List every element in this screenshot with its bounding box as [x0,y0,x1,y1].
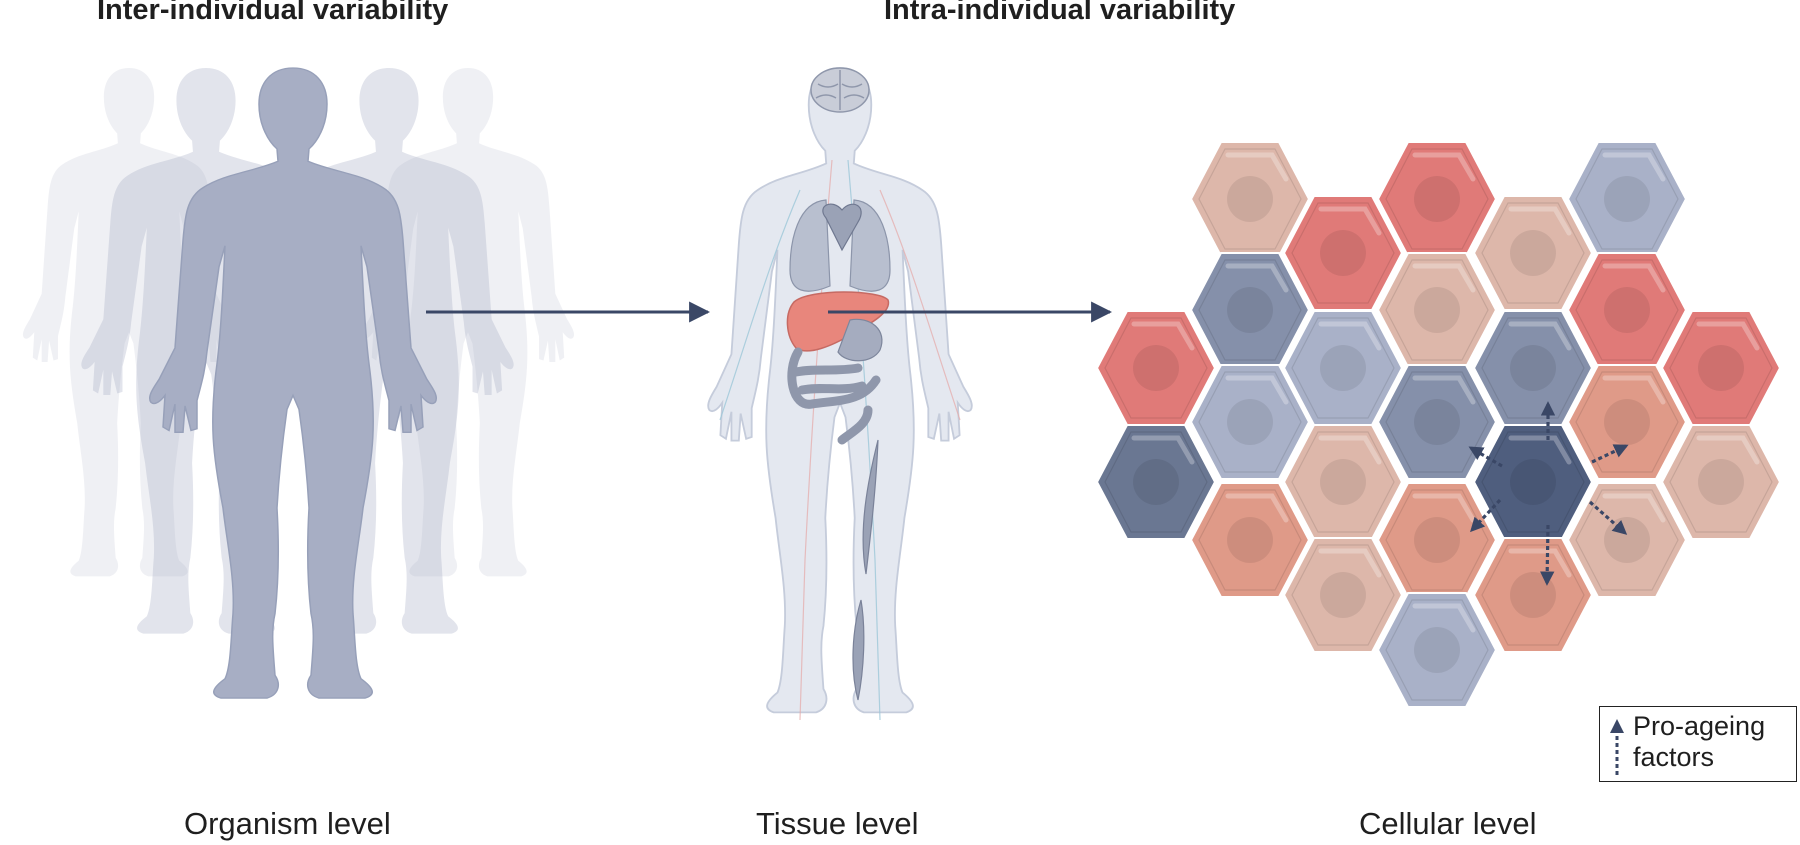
cell-lightblue [1377,592,1497,708]
cell-darkest [1473,424,1593,540]
cell-midblue [1377,364,1497,480]
cell-red [1661,310,1781,426]
brain-icon [810,67,870,113]
intestines-icon [787,347,881,445]
cell-lightblue [1567,141,1687,257]
cell-darkblue [1096,424,1216,540]
cellular-level-caption: Cellular level [1359,806,1537,841]
cell-lightblue [1283,310,1403,426]
pro-ageing-arrow [1539,524,1555,586]
heart-icon [822,203,862,252]
cell-nucleus [1320,459,1366,505]
cell-beige [1283,537,1403,653]
cell-nucleus [1510,459,1556,505]
cell-beige [1283,424,1403,540]
cell-nucleus [1414,517,1460,563]
anatomy-figure [707,67,973,721]
human-silhouette-group [22,67,575,699]
cell-beige [1661,424,1781,540]
cell-tissue-grid [1096,141,1781,708]
cell-nucleus [1227,176,1273,222]
cell-nucleus [1320,230,1366,276]
cell-nucleus [1510,345,1556,391]
cell-midblue [1473,310,1593,426]
cell-nucleus [1133,459,1179,505]
cell-red [1567,252,1687,368]
cell-salmon [1567,364,1687,480]
legend-label: Pro-ageing factors [1633,711,1765,773]
cell-red [1377,141,1497,257]
cell-lightblue [1190,364,1310,480]
pro-ageing-factor-arrows [1468,401,1629,586]
cell-nucleus [1698,345,1744,391]
cell-beige [1473,195,1593,311]
dotted-arrow-icon [1610,719,1624,775]
cell-red [1283,195,1403,311]
cell-midblue [1190,252,1310,368]
muscle-icon [852,439,879,701]
pro-ageing-arrow [1591,444,1629,464]
cell-beige [1567,482,1687,598]
cell-nucleus [1320,345,1366,391]
cell-nucleus [1604,517,1650,563]
legend-line-2: factors [1633,742,1715,772]
cell-nucleus [1414,399,1460,445]
legend-box: Pro-ageing factors [1599,706,1797,782]
cell-beige [1377,252,1497,368]
cell-red [1096,310,1216,426]
cell-nucleus [1698,459,1744,505]
stomach-icon [837,318,883,362]
legend-line-1: Pro-ageing [1633,711,1766,741]
cell-salmon [1377,482,1497,598]
cell-nucleus [1604,176,1650,222]
cell-salmon [1190,482,1310,598]
cell-nucleus [1320,572,1366,618]
cell-beige [1190,141,1310,257]
cell-nucleus [1227,287,1273,333]
cell-nucleus [1510,572,1556,618]
cell-nucleus [1227,399,1273,445]
cell-nucleus [1414,176,1460,222]
lungs-icon [789,199,891,292]
intra-individual-heading: Intra-individual variability [884,0,1236,26]
cell-salmon [1473,537,1593,653]
organism-level-caption: Organism level [184,806,391,841]
cell-nucleus [1133,345,1179,391]
tissue-level-caption: Tissue level [756,806,919,841]
cell-nucleus [1414,287,1460,333]
inter-individual-heading: Inter-individual variability [97,0,449,26]
pro-ageing-arrow [1588,500,1628,535]
cell-nucleus [1414,627,1460,673]
cell-nucleus [1227,517,1273,563]
cell-nucleus [1604,287,1650,333]
cell-nucleus [1604,399,1650,445]
cell-nucleus [1510,230,1556,276]
pro-ageing-arrow [1468,446,1503,468]
